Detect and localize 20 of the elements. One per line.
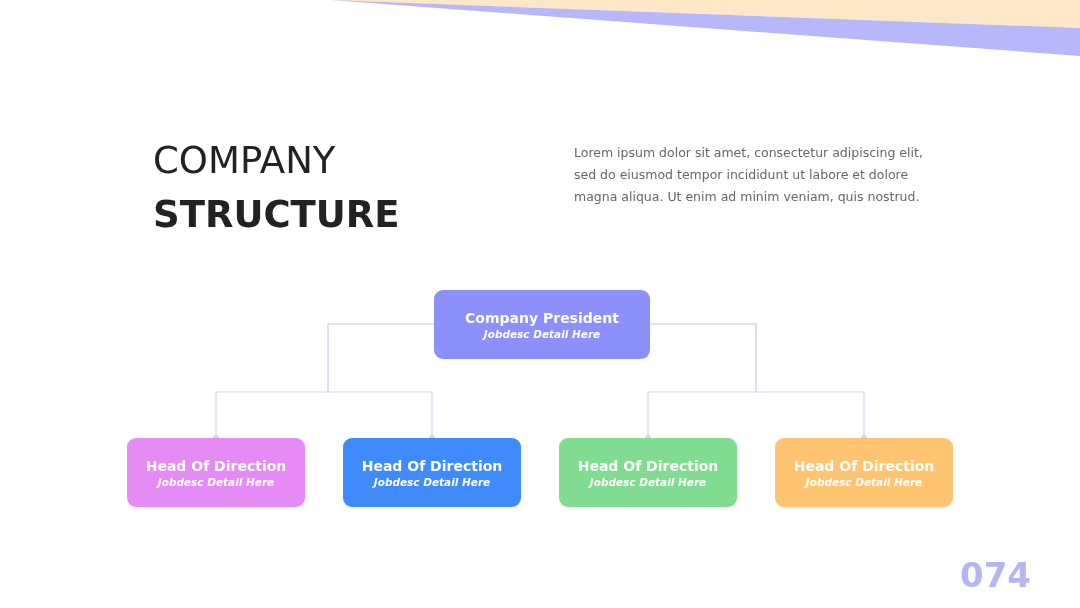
role-box	[775, 438, 953, 507]
role-title: Head Of Direction	[361, 456, 503, 475]
role-detail: Jobdesc Detail Here	[589, 474, 707, 489]
role-detail: Jobdesc Detail Here	[805, 474, 923, 489]
connector-line	[649, 323, 867, 441]
description-text: Lorem ipsum dolor sit amet, consectetur adipiscing elit, sed do eiusmod tempor incididunt ut labore et dolore magna aliqua. Ut enim ad minim veniam, quis nostrud.	[574, 144, 924, 206]
role-box	[343, 438, 521, 507]
role-box	[434, 290, 650, 359]
role-detail: Jobdesc Detail Here	[483, 326, 601, 341]
role-box	[127, 438, 305, 507]
page-number: 074	[960, 555, 1032, 595]
role-detail: Jobdesc Detail Here	[373, 474, 491, 489]
role-title: Head Of Direction	[793, 456, 935, 475]
role-box	[559, 438, 737, 507]
role-title: Head Of Direction	[145, 456, 287, 475]
connector-line	[327, 323, 435, 441]
title: COMPANY STRUCTURE	[153, 138, 401, 238]
role-detail: Jobdesc Detail Here	[157, 474, 275, 489]
role-title: Company President	[465, 308, 619, 327]
role-title: Head Of Direction	[577, 456, 719, 475]
